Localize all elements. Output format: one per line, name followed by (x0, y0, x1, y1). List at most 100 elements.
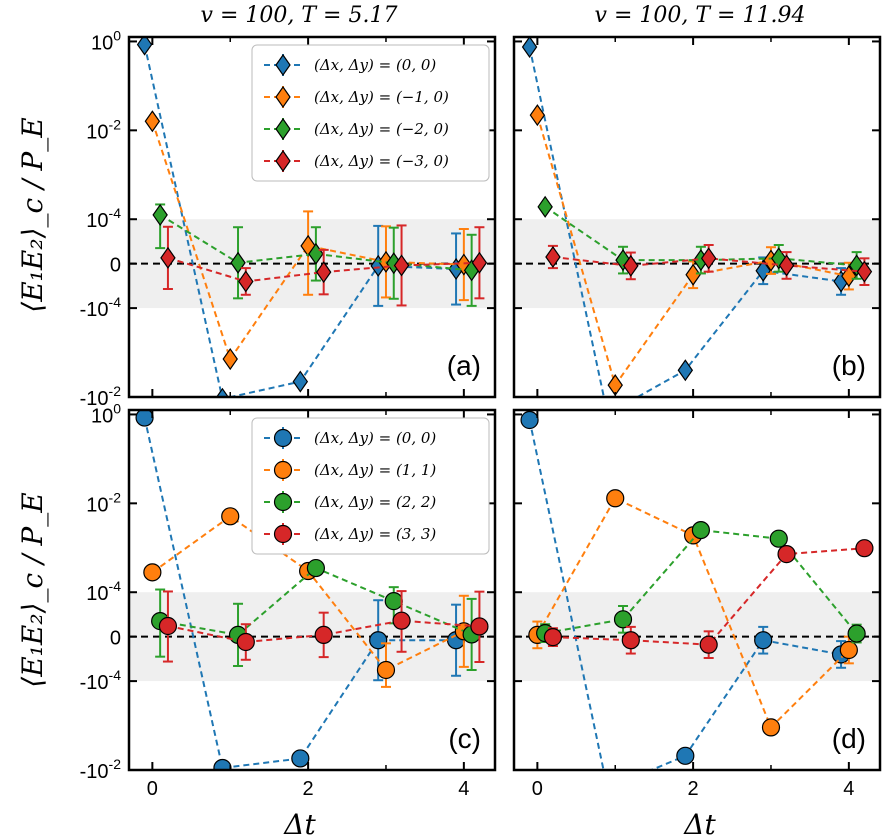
data-point (470, 617, 489, 636)
legend-marker (273, 428, 293, 448)
legend-entry: (Δx, Δy) = (−3, 0) (264, 149, 449, 173)
series-line (167, 256, 480, 283)
data-point (755, 259, 771, 282)
legend-entry: (Δx, Δy) = (3, 3) (264, 523, 436, 545)
legend-marker (273, 460, 293, 480)
data-point (376, 660, 396, 680)
legend-label: (Δx, Δy) = (0, 0) (314, 429, 436, 447)
xtick-label: 0 (147, 778, 158, 800)
data-point (606, 489, 625, 508)
ytick-base: 10 (86, 210, 108, 232)
xtick-label: 0 (532, 778, 543, 800)
ytick-exp: -2 (109, 489, 122, 505)
data-point (160, 246, 176, 269)
data-point (393, 254, 410, 277)
axes-frame (127, 35, 497, 399)
data-point (292, 370, 309, 393)
data-point (778, 254, 795, 277)
ytick-base: 0 (110, 628, 121, 650)
ytick-exp: -4 (109, 294, 122, 310)
legend-marker (275, 85, 291, 109)
data-point (221, 507, 240, 526)
data-point (216, 387, 229, 397)
data-point (222, 348, 238, 371)
series-3 (158, 590, 489, 663)
axes-frame (127, 408, 497, 772)
legend-entry: (Δx, Δy) = (−1, 0) (264, 85, 449, 109)
ytick-exp: -2 (109, 756, 122, 772)
panel-b: (b) (512, 35, 882, 399)
data-point (306, 558, 325, 578)
data-point (677, 359, 694, 382)
legend-entry: (Δx, Δy) = (−2, 0) (264, 117, 449, 141)
ytick-label: 100 (91, 27, 121, 54)
data-point (369, 631, 388, 650)
ytick-label: -10-2 (80, 756, 122, 783)
data-point (392, 611, 411, 630)
ytick-label: 0 (110, 628, 121, 650)
ytick-label: 10-2 (86, 116, 121, 143)
data-point (777, 545, 796, 564)
legend-marker (273, 524, 293, 544)
data-point (676, 746, 695, 765)
data-group (136, 37, 488, 397)
data-group (520, 410, 874, 770)
legend-label: (Δx, Δy) = (−3, 0) (314, 152, 449, 170)
ytick-base: 10 (86, 121, 108, 143)
ytick-label: 10-4 (86, 578, 121, 605)
data-point (144, 110, 161, 133)
title-panel-b: v = 100, T = 11.94 (595, 3, 806, 28)
data-point (520, 410, 539, 430)
panel-label: (a) (447, 350, 481, 381)
legend-box (251, 44, 490, 182)
ytick-label: -10-4 (80, 294, 122, 321)
data-point (135, 410, 154, 427)
data-point (839, 640, 858, 660)
ytick-base: -10 (80, 761, 109, 783)
data-point (143, 563, 162, 582)
ytick-base: -10 (80, 388, 109, 410)
data-point (856, 260, 873, 283)
ytick-label: 10-2 (86, 489, 121, 516)
data-point (623, 254, 639, 277)
legend-label: (Δx, Δy) = (1, 1) (314, 461, 436, 479)
ytick-base: 10 (91, 32, 113, 54)
ytick-exp: -2 (109, 116, 122, 132)
legend-marker (275, 117, 291, 141)
ytick-exp: -2 (109, 383, 122, 399)
panel-label: (b) (832, 350, 866, 381)
ytick-label: 100 (91, 400, 121, 427)
legend-marker (275, 53, 291, 77)
ylabel-top: ⟨E₁E₂⟩_c / P_E (16, 117, 49, 312)
data-point (537, 195, 553, 218)
data-point (543, 628, 563, 647)
ytick-base: 10 (86, 494, 108, 516)
ytick-base: -10 (80, 299, 109, 321)
series-line (151, 120, 464, 362)
series-line (167, 619, 480, 644)
xlabel-left: Δt (283, 808, 316, 839)
data-point (384, 592, 403, 611)
data-point (238, 270, 254, 293)
data-point (769, 529, 788, 548)
ytick-label: -10-4 (80, 667, 122, 694)
data-point (691, 520, 710, 540)
data-point (136, 37, 153, 56)
data-group (521, 37, 873, 397)
series-line (544, 529, 858, 635)
legend-label: (Δx, Δy) = (−1, 0) (314, 88, 449, 106)
data-point (529, 104, 546, 127)
series-0 (521, 37, 849, 397)
data-point (855, 539, 874, 558)
legend-label: (Δx, Δy) = (3, 3) (314, 525, 436, 543)
data-point (761, 718, 781, 737)
data-point (158, 616, 178, 636)
ylabel-bottom: ⟨E₁E₂⟩_c / P_E (16, 492, 49, 687)
series-3 (543, 539, 874, 659)
data-point (152, 203, 168, 226)
ytick-label: 10-4 (86, 205, 121, 232)
